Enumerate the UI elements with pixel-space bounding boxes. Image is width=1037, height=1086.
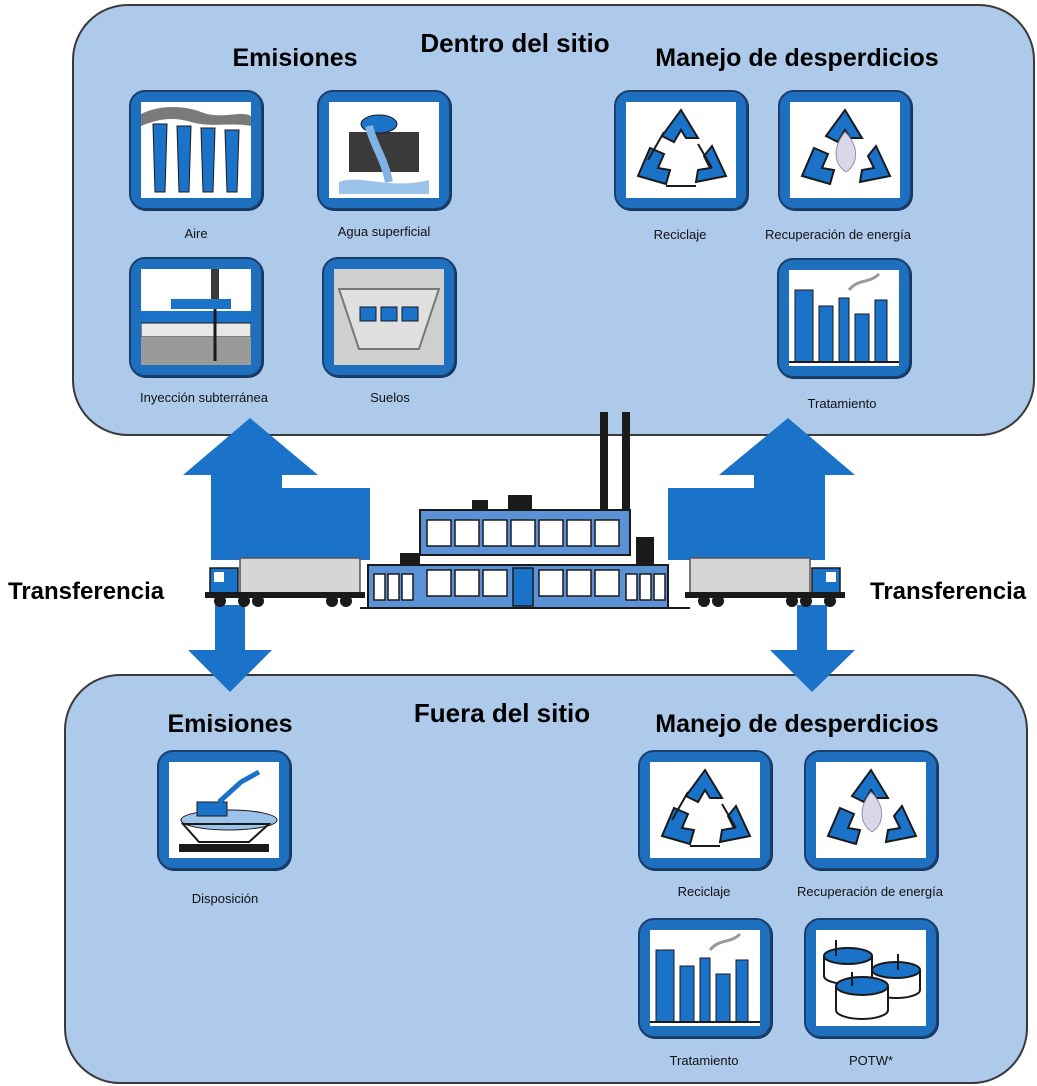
off-site-emissions-heading: Emisiones (167, 710, 293, 738)
caption-recycling-offsite: Reciclaje (677, 884, 731, 899)
off-site-title: Fuera del sitio (413, 698, 591, 728)
tile-energy-recovery-offsite (804, 750, 938, 870)
caption-energy-recovery-offsite: Recuperación de energía (797, 884, 943, 899)
caption-disposal: Disposición (191, 891, 259, 906)
tile-underground-injection (129, 257, 263, 377)
excavator-icon (179, 769, 278, 852)
recycle-icon (660, 768, 752, 847)
recycle-icon (636, 108, 728, 187)
injection-well-icon (141, 269, 251, 365)
factory-door (512, 567, 534, 607)
smokestack (600, 412, 608, 512)
treatment-plant-icon (650, 932, 760, 1023)
caption-treatment-onsite: Tratamiento (807, 396, 877, 411)
tile-air (129, 90, 263, 210)
landfill-icon (337, 288, 441, 350)
arrow-to-offsite-waste (770, 605, 855, 692)
tile-potw (804, 918, 938, 1038)
caption-treatment-offsite: Tratamiento (669, 1053, 739, 1068)
on-site-emissions-heading: Emisiones (232, 44, 358, 72)
right-truck (685, 557, 845, 607)
caption-underground-injection: Inyección subterránea (140, 390, 268, 405)
transfer-label-left: Transferencia (8, 578, 165, 605)
caption-surface-water: Agua superficial (337, 224, 431, 239)
treatment-plant-icon (789, 272, 899, 363)
transfer-label-right: Transferencia (870, 578, 1027, 605)
tile-recycling-offsite (638, 750, 772, 870)
water-discharge-icon (339, 114, 429, 194)
tile-treatment-offsite (638, 918, 772, 1038)
tile-treatment-onsite (777, 258, 911, 378)
arrow-to-onsite-emissions (183, 418, 370, 560)
tile-disposal (157, 750, 291, 870)
on-site-waste-heading: Manejo de desperdicios (655, 44, 939, 72)
left-truck (205, 557, 365, 607)
caption-energy-recovery-onsite: Recuperación de energía (765, 227, 911, 242)
off-site-waste-heading: Manejo de desperdicios (655, 710, 939, 738)
tile-soils (322, 257, 456, 377)
tile-energy-recovery-onsite (778, 90, 912, 210)
water-tanks-icon (823, 940, 921, 1020)
recycle-flame-icon (826, 768, 918, 846)
tile-surface-water (317, 90, 451, 210)
caption-recycling-onsite: Reciclaje (653, 227, 707, 242)
arrow-to-onsite-waste (668, 418, 855, 560)
arrow-to-offsite-emissions (188, 605, 272, 692)
caption-soils: Suelos (370, 390, 410, 405)
caption-potw: POTW* (848, 1053, 894, 1068)
smokestacks-icon (141, 107, 251, 193)
caption-air: Aire (184, 226, 208, 241)
tile-recycling-onsite (614, 90, 748, 210)
smokestack (622, 412, 630, 512)
recycle-flame-icon (800, 108, 892, 186)
on-site-title: Dentro del sitio (420, 28, 610, 58)
